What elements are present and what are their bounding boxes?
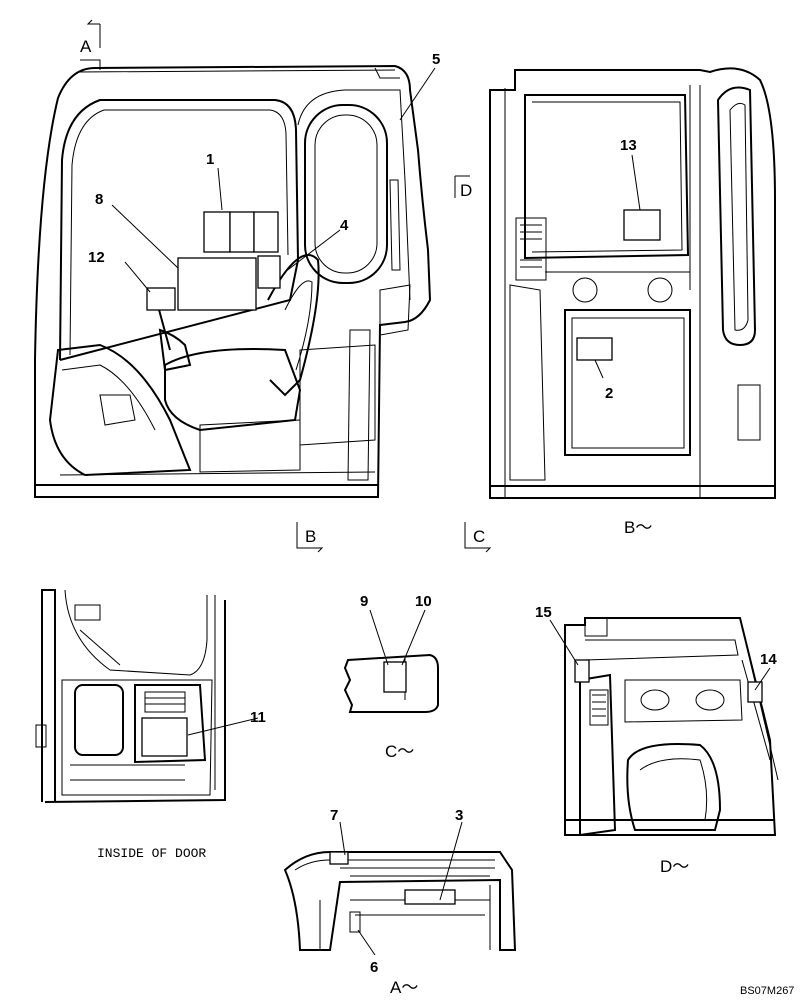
callout-7: 7 — [330, 807, 338, 824]
view-a-roof: 7 3 6 — [283, 807, 517, 976]
callout-15: 15 — [535, 604, 552, 621]
view-label-b: B — [305, 527, 316, 546]
callout-4: 4 — [340, 217, 349, 234]
callout-3: 3 — [455, 807, 463, 824]
section-arrow-c: C — [464, 522, 492, 553]
section-arrow-a: A — [80, 19, 101, 56]
callout-8: 8 — [95, 191, 103, 208]
view-label-d: D — [460, 181, 472, 200]
view-title-b: B～ — [624, 518, 652, 537]
decal-11 — [141, 717, 188, 757]
view-label-a: A — [80, 37, 92, 56]
view-c-detail: 9 10 — [343, 593, 439, 713]
callout-9: 9 — [360, 593, 368, 610]
decal-2 — [576, 337, 613, 361]
decal-14 — [747, 681, 763, 703]
callout-6: 6 — [370, 959, 378, 976]
decal-1-group — [203, 211, 281, 289]
view-title-a: A～ — [390, 978, 418, 997]
decal-15 — [574, 659, 590, 683]
view-title-c: C～ — [385, 742, 414, 761]
decal-7 — [329, 851, 349, 865]
drawing-code: BS07M267 — [740, 985, 794, 997]
callout-12: 12 — [88, 249, 105, 266]
decal-9-10 — [383, 661, 407, 693]
callout-10: 10 — [415, 593, 432, 610]
callout-13: 13 — [620, 137, 637, 154]
view-label-c: C — [473, 527, 485, 546]
decal-13 — [623, 209, 661, 241]
cab-rear-view: 13 2 — [489, 67, 776, 499]
callout-2: 2 — [605, 385, 613, 402]
callout-11: 11 — [250, 709, 266, 726]
inside-of-door-view: 11 — [35, 589, 266, 803]
decal-8 — [177, 257, 257, 311]
callout-1: 1 — [206, 151, 214, 168]
view-title-d: D～ — [660, 857, 689, 876]
section-arrow-b: B — [296, 522, 324, 553]
view-d-detail: 15 14 — [535, 604, 779, 837]
cab-left-side-view: 1 8 12 4 5 — [34, 51, 440, 498]
callout-5: 5 — [432, 51, 440, 68]
decal-3 — [404, 889, 456, 905]
section-arrow-d: D — [454, 175, 472, 200]
caption-inside-of-door: INSIDE OF DOOR — [97, 846, 206, 861]
callout-14: 14 — [760, 651, 777, 668]
decal-12 — [146, 287, 176, 311]
